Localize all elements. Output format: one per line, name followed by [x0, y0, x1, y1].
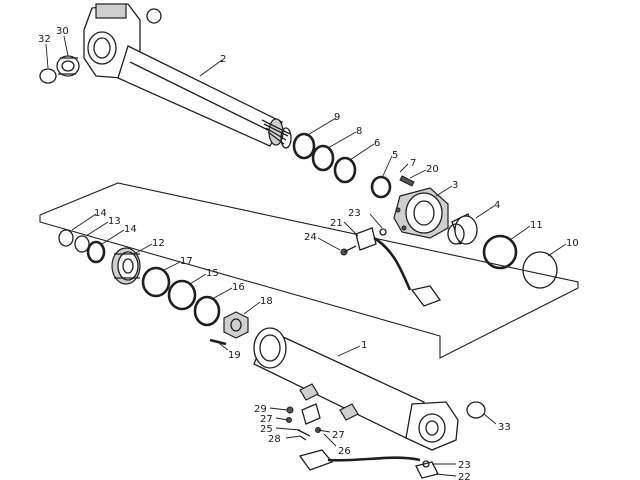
callout-25: 25: [260, 424, 273, 435]
callout-19: 19: [228, 350, 241, 361]
callout-27b: 27: [332, 430, 345, 441]
rod-cover-3: [393, 187, 449, 239]
callout-5: 5: [392, 150, 398, 161]
ring-13: [74, 235, 90, 253]
ring-16: [193, 295, 221, 327]
callout-11: 11: [530, 220, 543, 231]
ring-9: [292, 132, 316, 160]
piston-rod-assembly: [83, 3, 292, 149]
callout-29: 29: [254, 404, 267, 415]
ring-15: [167, 279, 197, 311]
ring-14b: [86, 240, 106, 264]
callout-4: 4: [494, 200, 500, 211]
callout-24: 24: [304, 232, 317, 243]
ring-5: [370, 175, 392, 199]
snap-ring-32: [39, 68, 57, 84]
callout-8: 8: [356, 126, 362, 137]
bolt-20: [399, 175, 415, 187]
callout-6: 6: [374, 138, 380, 149]
callout-23a: 23: [348, 208, 361, 219]
ring-8: [311, 144, 335, 172]
small-ring-top: [146, 8, 162, 24]
ring-33: [466, 401, 486, 419]
callout-labels: 1 2 3 4 5 6 7 8 9 10 11 12 13 14 14 15 1…: [38, 26, 579, 480]
callout-23b: 23: [458, 460, 471, 471]
callout-18: 18: [260, 296, 273, 307]
callout-14a: 14: [94, 208, 107, 219]
bushing-4: [447, 213, 478, 245]
callout-9: 9: [334, 112, 340, 123]
callout-12: 12: [152, 238, 165, 249]
callout-22: 22: [458, 472, 471, 480]
callout-7: 7: [410, 158, 416, 169]
callout-30: 30: [56, 26, 69, 37]
callout-17: 17: [180, 256, 193, 267]
callout-3: 3: [452, 180, 458, 191]
pipe-assembly: [340, 227, 442, 307]
callout-32: 32: [38, 34, 51, 45]
callout-2: 2: [220, 54, 226, 65]
piston-12: [111, 247, 141, 285]
cylinder-tube-1: [253, 327, 459, 451]
bushing-30: [56, 55, 80, 77]
callout-16: 16: [232, 282, 245, 293]
callout-15: 15: [206, 268, 219, 279]
ring-11: [482, 234, 518, 270]
ring-6: [333, 156, 357, 184]
callout-20: 20: [426, 164, 439, 175]
callout-10: 10: [566, 238, 579, 249]
callout-33: 33: [498, 422, 511, 433]
ring-14a: [58, 229, 74, 247]
nut-18: [223, 311, 249, 339]
ring-17: [141, 266, 171, 298]
callout-13: 13: [108, 216, 121, 227]
callout-14b: 14: [124, 224, 137, 235]
callout-27a: 27: [260, 414, 273, 425]
callout-21: 21: [330, 218, 343, 229]
callout-28: 28: [268, 434, 281, 445]
pin-19: [209, 338, 227, 346]
callout-1: 1: [361, 340, 367, 351]
leader-lines: [45, 35, 567, 477]
callout-26: 26: [338, 446, 351, 457]
seal-10: [522, 251, 558, 289]
